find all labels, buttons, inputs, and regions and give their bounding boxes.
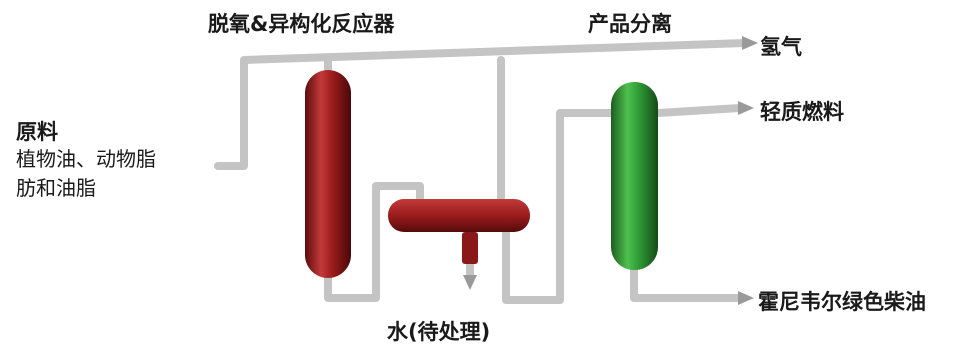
reactor-label: 脱氧&异构化反应器 [208, 12, 395, 36]
light-fuel-arrow-icon [738, 101, 754, 115]
water-label: 水(待处理) [387, 320, 491, 344]
light-fuel-label: 轻质燃料 [760, 100, 844, 124]
feed-title: 原料 [16, 120, 58, 144]
diesel-label: 霍尼韦尔绿色柴油 [758, 290, 926, 314]
diesel-arrow-icon [738, 291, 754, 305]
water-arrow-icon [463, 275, 477, 290]
feed-hydrogen-pipe [214, 39, 749, 170]
separator-boot [462, 232, 478, 264]
feed-line-2: 肪和油脂 [16, 176, 96, 200]
feed-line-1: 植物油、动物脂 [16, 147, 156, 171]
fractionator-vessel [611, 82, 658, 270]
diesel-pipe [630, 264, 744, 302]
pipe-network [214, 39, 749, 304]
liquid-to-fractionator-pipe [502, 109, 616, 304]
light-fuel-pipe [654, 104, 744, 117]
hydrogen-arrow-icon [742, 36, 758, 50]
flow-arrows [463, 36, 758, 305]
hydrogen-label: 氢气 [760, 35, 802, 59]
separator-drum [388, 199, 530, 232]
reactor-vessel [305, 70, 351, 278]
reactor-to-separator-pipe [324, 182, 424, 302]
separation-label: 产品分离 [588, 12, 672, 36]
